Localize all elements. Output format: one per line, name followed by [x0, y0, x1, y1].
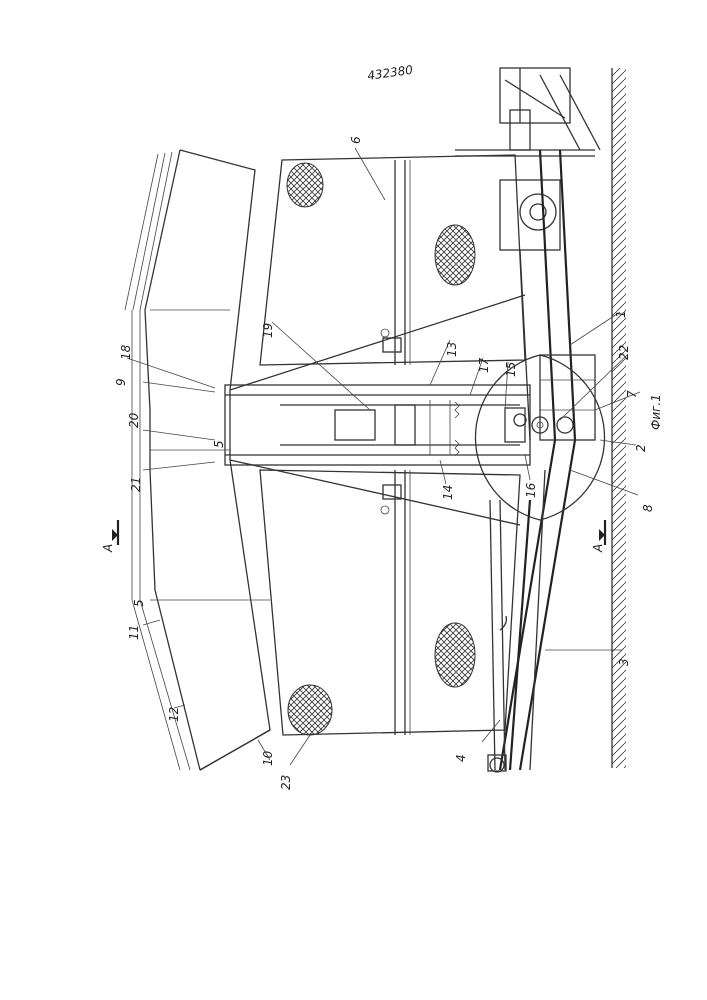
- part-label: 13: [445, 342, 459, 357]
- part-label: 12: [167, 707, 181, 722]
- part-label: 6: [349, 136, 363, 144]
- part-labels: 1 2 3 4 5 5 6 7 8 9 10 11 12 13 14 15 16: [114, 136, 655, 790]
- part-label: 11: [127, 625, 141, 640]
- figure-caption: Фиг.1: [649, 394, 663, 430]
- part-label: 5: [212, 440, 226, 448]
- part-label: 22: [617, 345, 631, 360]
- part-label: 17: [477, 357, 491, 373]
- part-label: 5: [132, 599, 146, 607]
- part-label: 23: [279, 775, 293, 790]
- boom: [488, 500, 530, 772]
- part-label: 3: [617, 658, 631, 666]
- part-label: 2: [634, 444, 648, 452]
- part-label: 10: [261, 750, 275, 766]
- part-label: 7: [625, 390, 639, 398]
- part-label: 15: [504, 362, 518, 377]
- section-label-top: A: [101, 544, 115, 553]
- drive-unit: [455, 68, 600, 250]
- windows: [287, 163, 475, 735]
- part-label: 1: [614, 310, 628, 318]
- pivot-joint: [514, 414, 548, 433]
- section-label-bottom: A: [591, 544, 605, 553]
- part-label: 20: [127, 412, 141, 428]
- part-label: 21: [129, 477, 143, 492]
- section-marker-top: A: [101, 520, 118, 553]
- part-label: 4: [454, 754, 468, 762]
- part-label: 8: [641, 504, 655, 512]
- section-marker-bottom: A: [591, 520, 605, 553]
- part-label: 14: [441, 485, 455, 500]
- part-label: 9: [114, 378, 128, 386]
- part-label: 16: [524, 482, 538, 498]
- canopy: [125, 150, 270, 770]
- central-mast: [225, 385, 530, 465]
- part-label: 19: [261, 323, 275, 338]
- patent-number: 432380: [366, 63, 414, 83]
- part-label: 18: [119, 344, 133, 360]
- chassis-frame: [500, 150, 595, 770]
